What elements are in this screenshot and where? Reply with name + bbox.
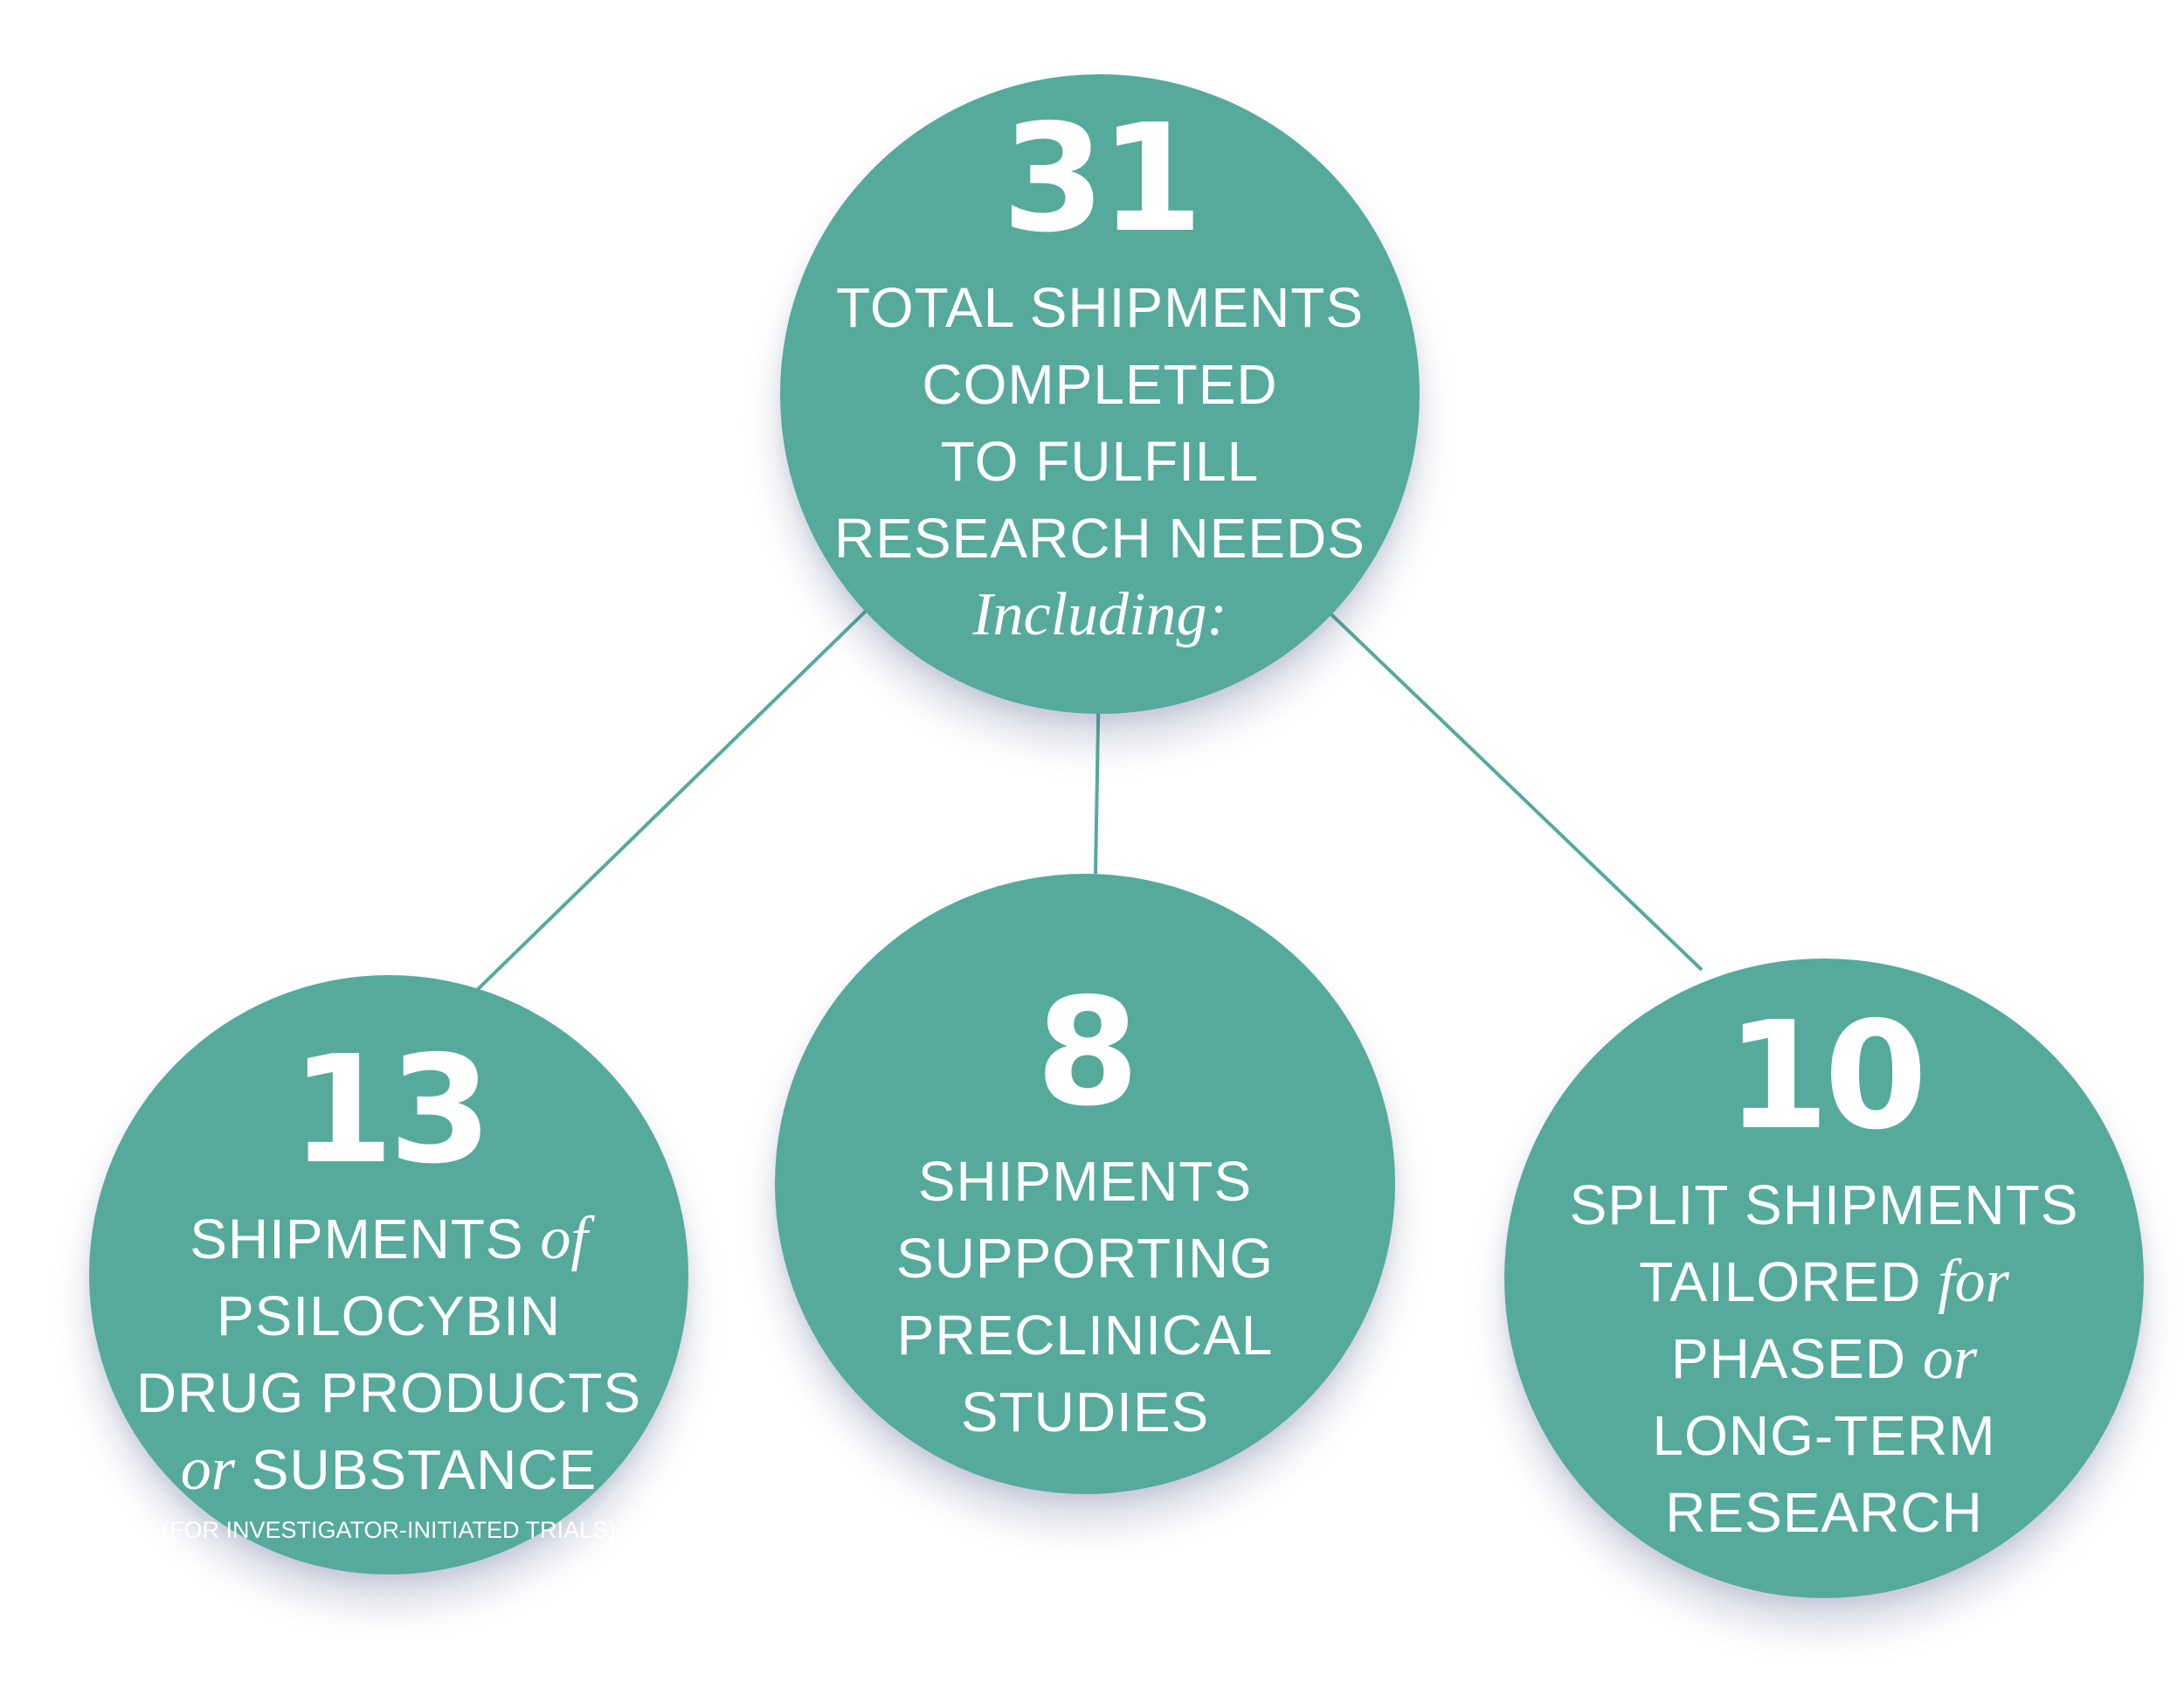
total-shipments-including: Including: xyxy=(972,581,1227,648)
split-line2-text: TAILORED xyxy=(1639,1250,1939,1313)
total-shipments-line3: TO FULFILL xyxy=(940,430,1260,493)
split-shipments-circle: 10 SPLIT SHIPMENTS TAILORED for PHASED o… xyxy=(1504,959,2144,1598)
total-shipments-number: 31 xyxy=(1001,93,1204,266)
psilocybin-shipments-line3: DRUG PRODUCTS xyxy=(135,1361,642,1424)
psilocybin-shipments-line1: SHIPMENTS of xyxy=(190,1201,588,1277)
split-shipments-line4: LONG-TERM xyxy=(1652,1404,1996,1467)
split-line3-italic: or xyxy=(1922,1325,1978,1392)
preclinical-shipments-line1: SHIPMENTS xyxy=(917,1150,1253,1213)
preclinical-shipments-line4: STUDIES xyxy=(960,1381,1210,1443)
total-shipments-line2: COMPLETED xyxy=(922,353,1278,416)
connector-right xyxy=(1313,597,1704,972)
split-shipments-line2: TAILORED for xyxy=(1639,1243,2009,1320)
preclinical-shipments-line2: SUPPORTING xyxy=(896,1227,1274,1290)
psilocybin-shipments-line4: or SUBSTANCE xyxy=(181,1431,597,1508)
psilocybin-line1-italic: of xyxy=(540,1205,588,1272)
psilocybin-shipments-line2: PSILOCYBIN xyxy=(216,1284,562,1347)
preclinical-shipments-circle: 8 SHIPMENTS SUPPORTING PRECLINICAL STUDI… xyxy=(775,874,1395,1494)
psilocybin-shipments-number: 13 xyxy=(290,1024,493,1197)
split-shipments-line3: PHASED or xyxy=(1671,1320,1977,1397)
split-shipments-line1: SPLIT SHIPMENTS xyxy=(1569,1173,2079,1236)
split-line3-text: PHASED xyxy=(1670,1327,1923,1390)
psilocybin-shipments-circle: 13 SHIPMENTS of PSILOCYBIN DRUG PRODUCTS… xyxy=(89,975,688,1575)
split-shipments-number: 10 xyxy=(1725,990,1928,1163)
total-shipments-circle: 31 TOTAL SHIPMENTS COMPLETED TO FULFILL … xyxy=(780,74,1420,714)
connector-left xyxy=(473,589,888,994)
total-shipments-line4: RESEARCH NEEDS xyxy=(834,507,1365,570)
split-shipments-line5: RESEARCH xyxy=(1665,1481,1983,1544)
total-shipments-line1: TOTAL SHIPMENTS xyxy=(835,276,1365,339)
psilocybin-line4-italic: or xyxy=(180,1436,236,1503)
psilocybin-shipments-note: (FOR INVESTIGATOR-INITIATED TRIALS) xyxy=(161,1517,617,1543)
psilocybin-line4-text: SUBSTANCE xyxy=(235,1438,598,1501)
preclinical-shipments-line3: PRECLINICAL xyxy=(896,1304,1274,1367)
split-line2-italic: for xyxy=(1938,1248,2009,1315)
psilocybin-line1-text: SHIPMENTS xyxy=(190,1208,541,1270)
preclinical-shipments-number: 8 xyxy=(1035,966,1139,1139)
